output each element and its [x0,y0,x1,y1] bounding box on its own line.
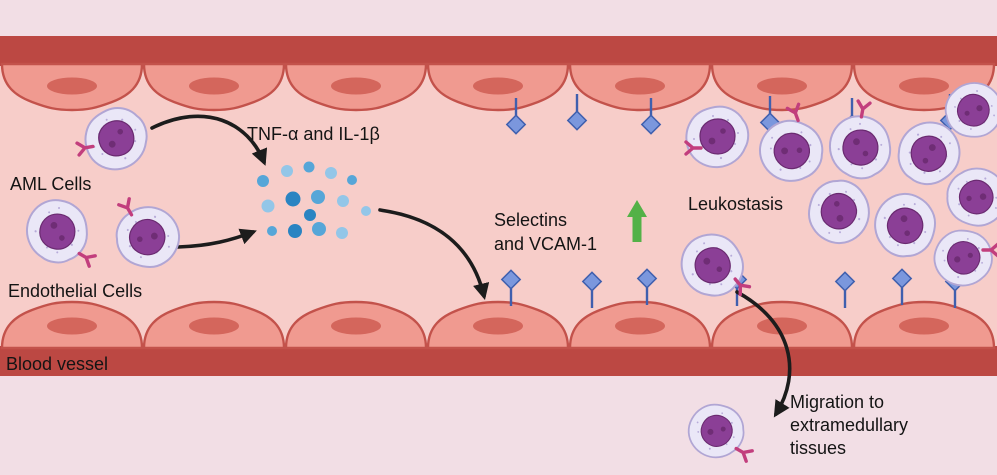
migrated-cell-group [678,393,755,469]
cytokine-icon [336,227,348,239]
label-selectins-line2: and VCAM-1 [494,234,597,254]
cytokine-icon [267,226,277,236]
cytokine-icon [311,190,325,204]
arrow-migration [735,290,792,418]
label-migration-line2: extramedullary [790,415,908,435]
cytokine-icon [325,167,337,179]
vessel-wall-top [0,36,997,66]
cytokine-icon [312,222,326,236]
label-blood-vessel: Blood vessel [6,354,108,374]
cytokine-icon [257,175,269,187]
cytokine-icon [337,195,349,207]
label-migration-line1: Migration to [790,392,884,412]
cytokine-cluster [257,161,371,239]
label-migration-line3: tissues [790,438,846,458]
aml-cell [685,105,750,169]
cytokine-icon [288,224,302,238]
arrow-cytokines-to-endothelium [378,208,490,301]
aml-cell-migrated [678,393,755,469]
arrow-aml-to-cytokines [150,114,268,166]
cytokine-icon [304,209,316,221]
upregulation-arrow-icon [627,200,647,242]
label-selectins-line1: Selectins [494,210,567,230]
label-cytokines: TNF-α and IL-1β [247,124,380,144]
label-endothelial-cells: Endothelial Cells [8,281,142,301]
cytokine-icon [347,175,357,185]
cytokine-icon [285,191,301,207]
vessel-wall-bottom [0,346,997,376]
arrow-endothelium-to-cytokines [176,228,257,249]
label-aml-cells: AML Cells [10,174,91,194]
cytokine-icon [261,199,275,213]
cytokine-icon [361,206,371,216]
label-leukostasis: Leukostasis [688,194,783,214]
cytokine-icon [303,161,315,173]
cytokine-icon [281,165,293,177]
